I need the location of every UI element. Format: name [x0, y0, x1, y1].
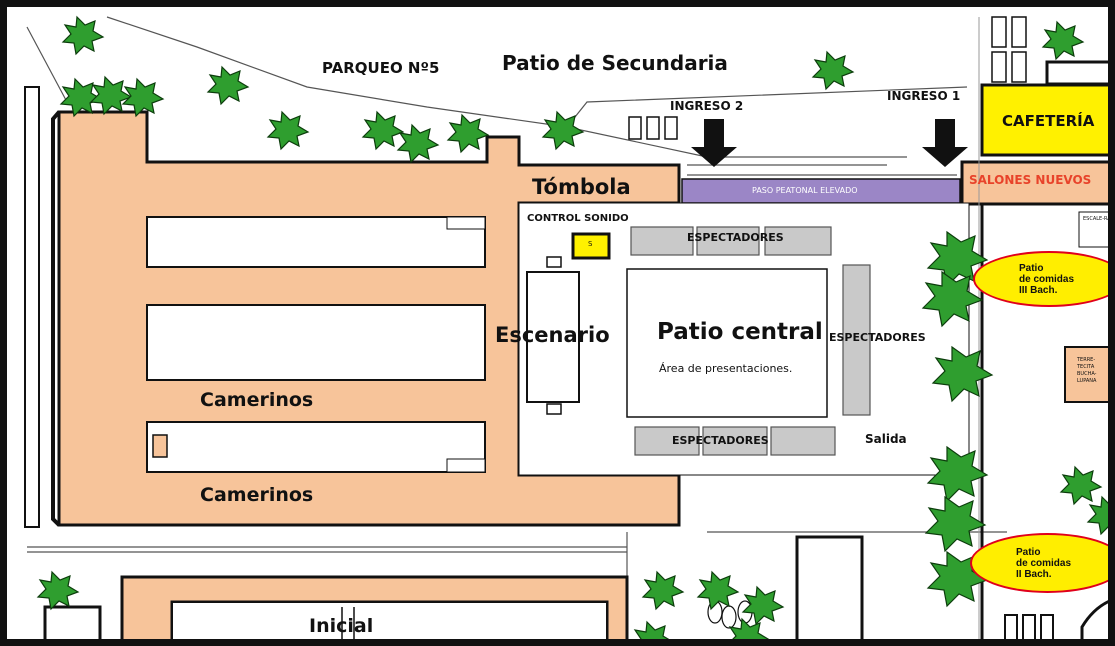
stage-label: Escenario — [495, 323, 610, 347]
secondary-patio-label: Patio de Secundaria — [502, 51, 728, 75]
food-area-line3: III Bach. — [1019, 284, 1058, 296]
terrace-block — [1064, 346, 1108, 403]
dressing-rooms-label-2: Camerinos — [200, 484, 314, 506]
spectators-top-label: ESPECTADORES — [687, 231, 784, 244]
entrance-1-label: INGRESO 1 — [887, 89, 961, 103]
spectators-bottom-label: ESPECTADORES — [672, 434, 769, 447]
food-area-line2: de comidas — [1016, 557, 1072, 569]
terrace-label: TERRE-TECITA BUCHA-LUPANA — [1077, 357, 1097, 384]
wing-1 — [146, 216, 486, 268]
stairs-label: ESCALE-RA — [1083, 216, 1111, 222]
left-wall — [24, 86, 40, 528]
food-area-line1: Patio — [1016, 546, 1041, 558]
sound-control-box — [571, 232, 611, 260]
spectator-blocks — [630, 226, 871, 456]
bottom-block — [795, 535, 864, 639]
stage-block — [526, 271, 580, 403]
presentation-area-label: Área de presentaciones. — [659, 362, 793, 375]
entrance-arrows — [691, 119, 968, 167]
wing-2 — [146, 304, 486, 381]
new-classrooms-label: SALONES NUEVOS — [969, 173, 1092, 187]
sound-box-label: S — [588, 240, 593, 248]
new-classrooms-block — [960, 160, 1108, 206]
sound-control-label: CONTROL SONIDO — [527, 213, 629, 224]
walkway-label: PASO PEATONAL ELEVADO — [752, 186, 858, 195]
entrance-2-label: INGRESO 2 — [670, 99, 744, 113]
tombola-label: Tómbola — [532, 175, 631, 199]
central-patio-square — [626, 268, 828, 418]
cafeteria-label: CAFETERÍA — [1002, 112, 1095, 130]
food-area-iii-bach: Patio de comidas III Bach. — [973, 251, 1108, 307]
map-drawing — [24, 15, 1108, 639]
dressing-rooms-label-1: Camerinos — [200, 389, 314, 411]
food-area-line1: Patio — [1019, 262, 1044, 274]
stairs-block — [1078, 211, 1108, 248]
central-patio-label: Patio central — [657, 319, 823, 345]
initial-label: Inicial — [309, 615, 374, 637]
food-area-line3: II Bach. — [1016, 568, 1052, 580]
exit-label: Salida — [865, 432, 907, 446]
food-area-line2: de comidas — [1019, 273, 1075, 285]
walkway-bar — [681, 178, 961, 204]
wing-3 — [146, 421, 486, 473]
food-area-ii-bach: Patio de comidas II Bach. — [970, 533, 1108, 593]
spectators-right-label: ESPECTADORES — [829, 331, 926, 344]
parking-label: PARQUEO Nº5 — [322, 59, 440, 77]
